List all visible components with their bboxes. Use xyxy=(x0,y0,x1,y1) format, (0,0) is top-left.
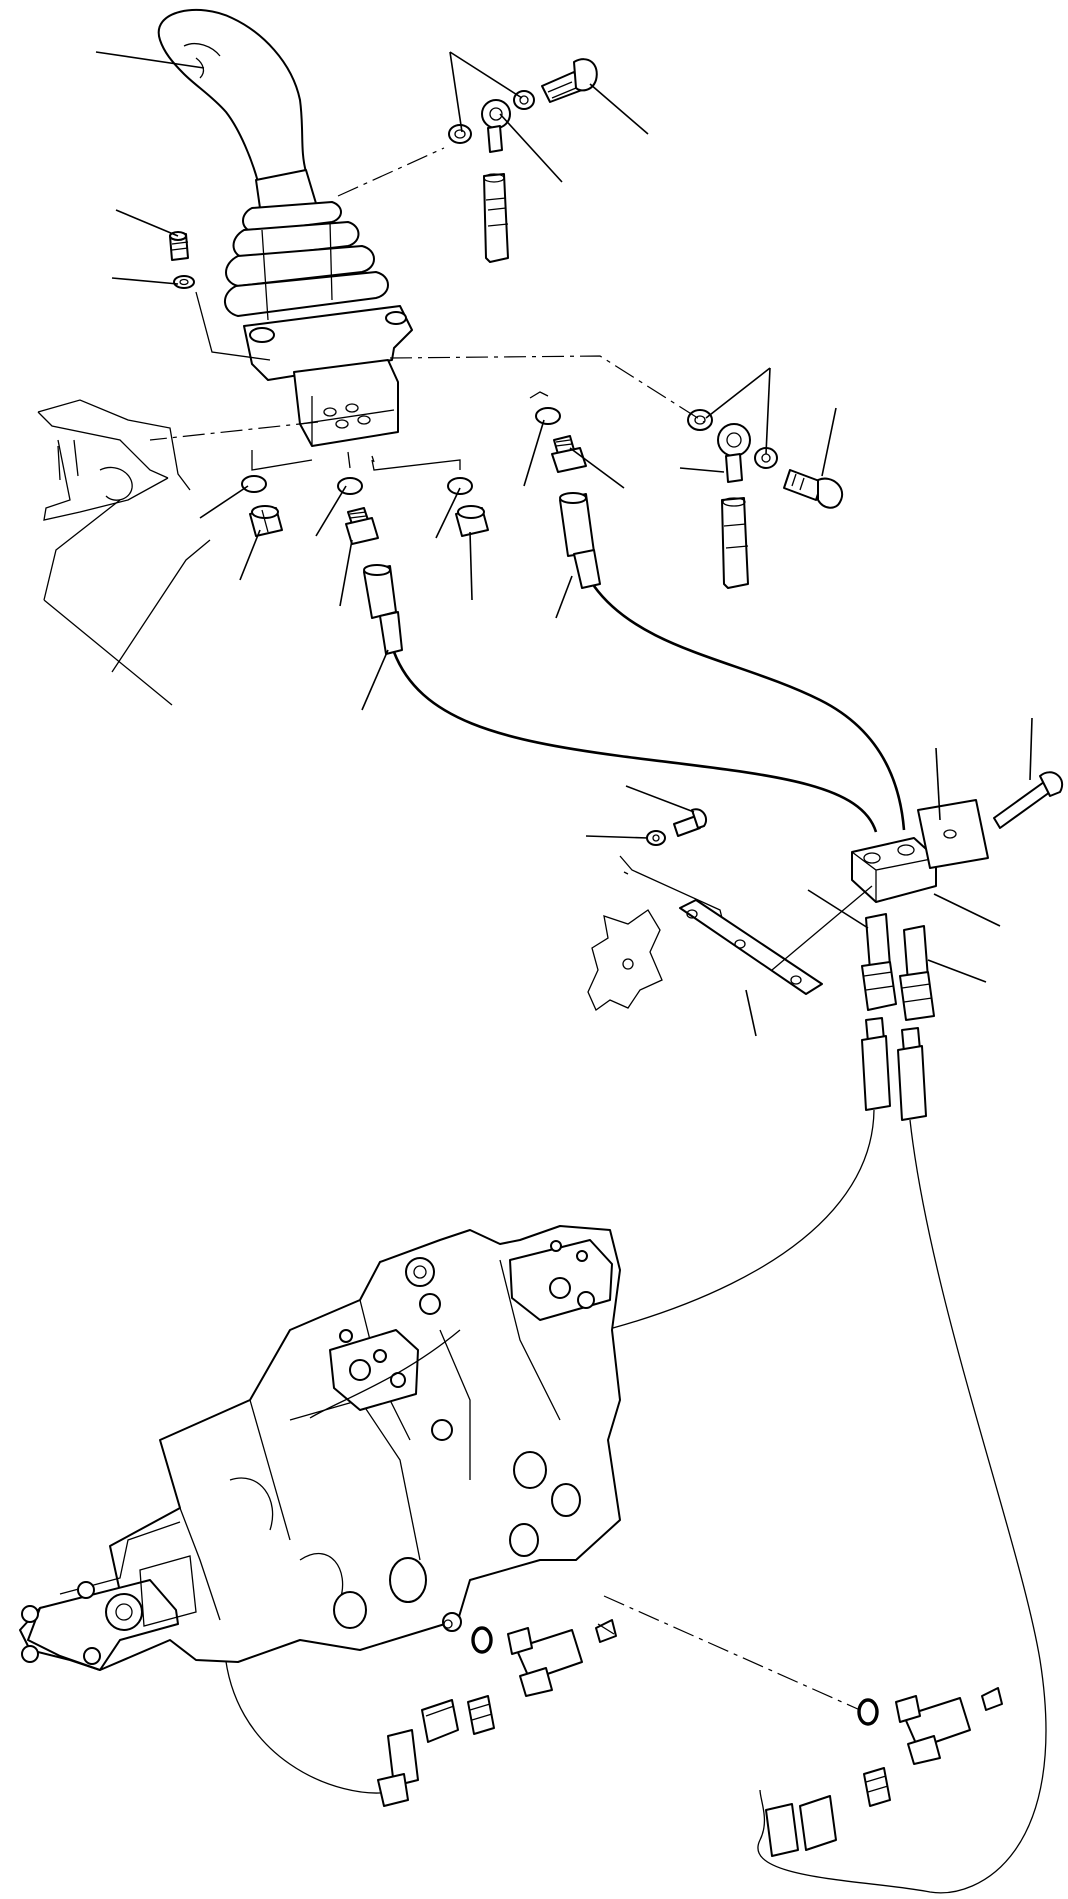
o-ring-lower-left xyxy=(471,1626,493,1654)
alignment-lines xyxy=(149,147,873,1711)
o-ring-3 xyxy=(447,477,473,495)
plug-1 xyxy=(249,505,283,537)
washer-right-a xyxy=(687,409,713,431)
washer-small xyxy=(173,275,195,289)
nut-lower-left xyxy=(421,1699,459,1743)
cap-screw-small xyxy=(169,231,189,261)
small-washer xyxy=(646,830,666,846)
adapter-lower-left xyxy=(467,1695,495,1735)
banjo-fitting-right xyxy=(717,423,751,589)
hose-upper-2 xyxy=(592,585,906,831)
adapter-fitting-1 xyxy=(345,507,379,545)
junction-fitting-1 xyxy=(861,913,897,1111)
banjo-bolt-top xyxy=(541,58,598,103)
washer-top-a xyxy=(448,124,472,144)
hose-end-lower-right xyxy=(765,1795,837,1857)
pilot-valve-block xyxy=(293,359,399,447)
banjo-bolt-right xyxy=(783,469,843,509)
small-bolt xyxy=(673,808,708,837)
o-ring-4 xyxy=(535,407,561,425)
washer-top-b xyxy=(513,90,535,110)
elbow-fitting-lower-right xyxy=(895,1687,1003,1765)
hose-end-lower-left xyxy=(377,1729,419,1807)
adapter-lower-right xyxy=(863,1767,891,1807)
o-ring-2 xyxy=(337,477,363,495)
clamp-plate xyxy=(917,799,989,869)
banjo-fitting-top xyxy=(481,99,511,263)
leader-lines xyxy=(95,51,1033,1037)
plug-2 xyxy=(455,505,489,537)
elbow-fitting-lower-left xyxy=(507,1619,617,1697)
joystick-lever-assembly xyxy=(157,8,413,447)
junction-fitting-2 xyxy=(897,925,935,1121)
junction-block xyxy=(851,837,937,903)
o-ring-1 xyxy=(241,475,267,493)
hose-end-right xyxy=(559,492,601,589)
hose-end-left xyxy=(363,564,403,655)
hose-upper-1 xyxy=(392,651,878,833)
o-ring-lower-right xyxy=(857,1698,879,1726)
mounting-plate-ghost xyxy=(587,909,663,1011)
long-bolt xyxy=(993,771,1063,829)
lever-grip xyxy=(157,8,307,183)
adapter-fitting-2 xyxy=(551,435,587,473)
main-control-valve xyxy=(19,1225,621,1671)
hose-lower-2 xyxy=(757,1119,1047,1894)
mounting-bracket xyxy=(37,399,211,706)
support-bar xyxy=(679,899,823,995)
rubber-boot xyxy=(224,201,389,321)
